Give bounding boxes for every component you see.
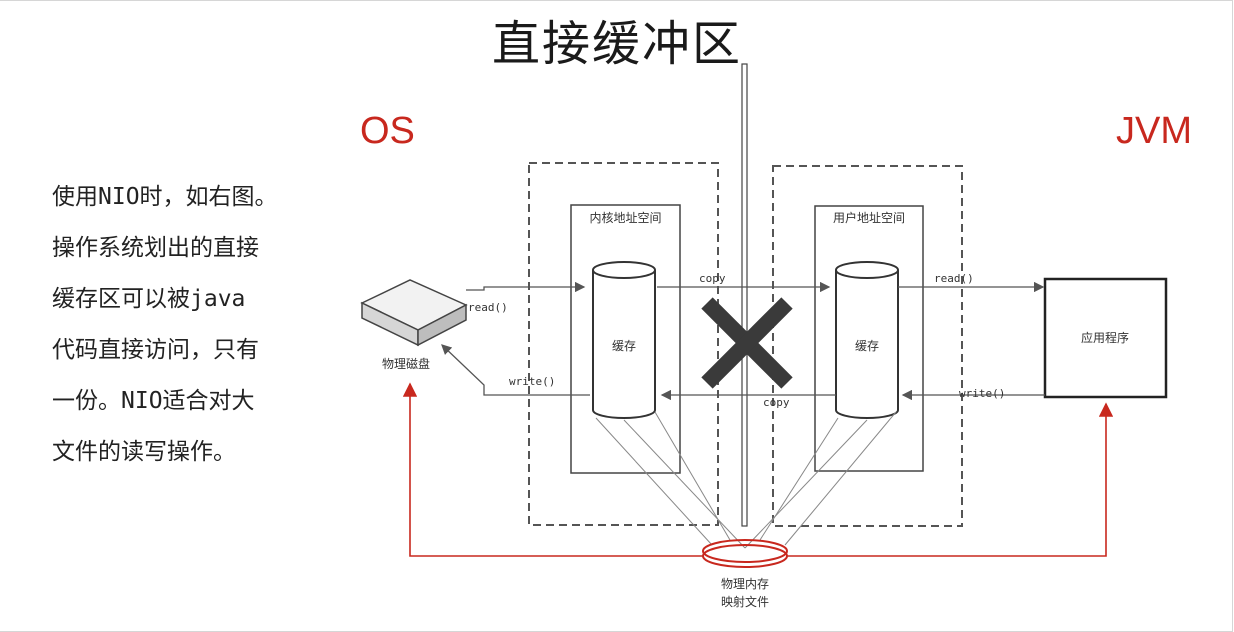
disk-read-label: read() <box>468 301 508 314</box>
copy-top-label: copy <box>699 272 726 285</box>
description-text: 使用NIO时，如右图。 操作系统划出的直接 缓存区可以被java 代码直接访问，… <box>52 172 312 478</box>
slide-title: 直接缓冲区 <box>491 16 742 72</box>
app-read-label: read() <box>934 272 974 285</box>
jvm-label: JVM <box>1116 110 1192 152</box>
mapped-file-label-line2: 映射文件 <box>721 594 769 609</box>
blocked-copy-cross-icon <box>701 297 793 389</box>
mapped-file-label-line1: 物理内存 <box>721 577 769 591</box>
app-write-label: write() <box>959 387 1005 400</box>
user-space-box <box>814 205 924 472</box>
kernel-cache-cylinder <box>592 261 656 419</box>
description-line: 操作系统划出的直接 <box>52 235 259 261</box>
description-line: 缓存区可以被java <box>52 286 246 312</box>
user-cache-cylinder <box>835 261 899 419</box>
description-line: 使用NIO时，如右图。 <box>52 184 278 210</box>
application-box <box>1043 277 1168 399</box>
copy-bottom-label: copy <box>763 396 790 409</box>
disk-write-arrow <box>441 344 590 396</box>
kernel-cache-label: 缓存 <box>612 339 636 353</box>
user-space-label: 用户地址空间 <box>833 210 905 225</box>
mapped-to-app-arrow <box>787 402 1114 557</box>
mapping-lines <box>595 411 897 549</box>
application-label: 应用程序 <box>1081 330 1129 345</box>
kernel-space-box <box>570 204 681 474</box>
description-line: 一份。NIO适合对大 <box>52 388 255 414</box>
disk-label: 物理磁盘 <box>382 356 430 371</box>
description-line: 文件的读写操作。 <box>52 439 236 465</box>
os-label: OS <box>360 110 415 152</box>
disk-write-label: write() <box>509 375 555 388</box>
kernel-space-outline <box>528 162 719 526</box>
buffer-divider <box>741 63 748 527</box>
disk-icon <box>360 279 468 347</box>
user-space-outline <box>772 165 963 527</box>
description-line: 代码直接访问，只有 <box>52 337 259 363</box>
mapped-to-disk-arrow <box>402 382 703 557</box>
mapped-file-icon <box>702 539 788 568</box>
disk-read-arrow <box>466 281 586 293</box>
user-cache-label: 缓存 <box>855 339 879 353</box>
kernel-space-label: 内核地址空间 <box>589 211 661 225</box>
